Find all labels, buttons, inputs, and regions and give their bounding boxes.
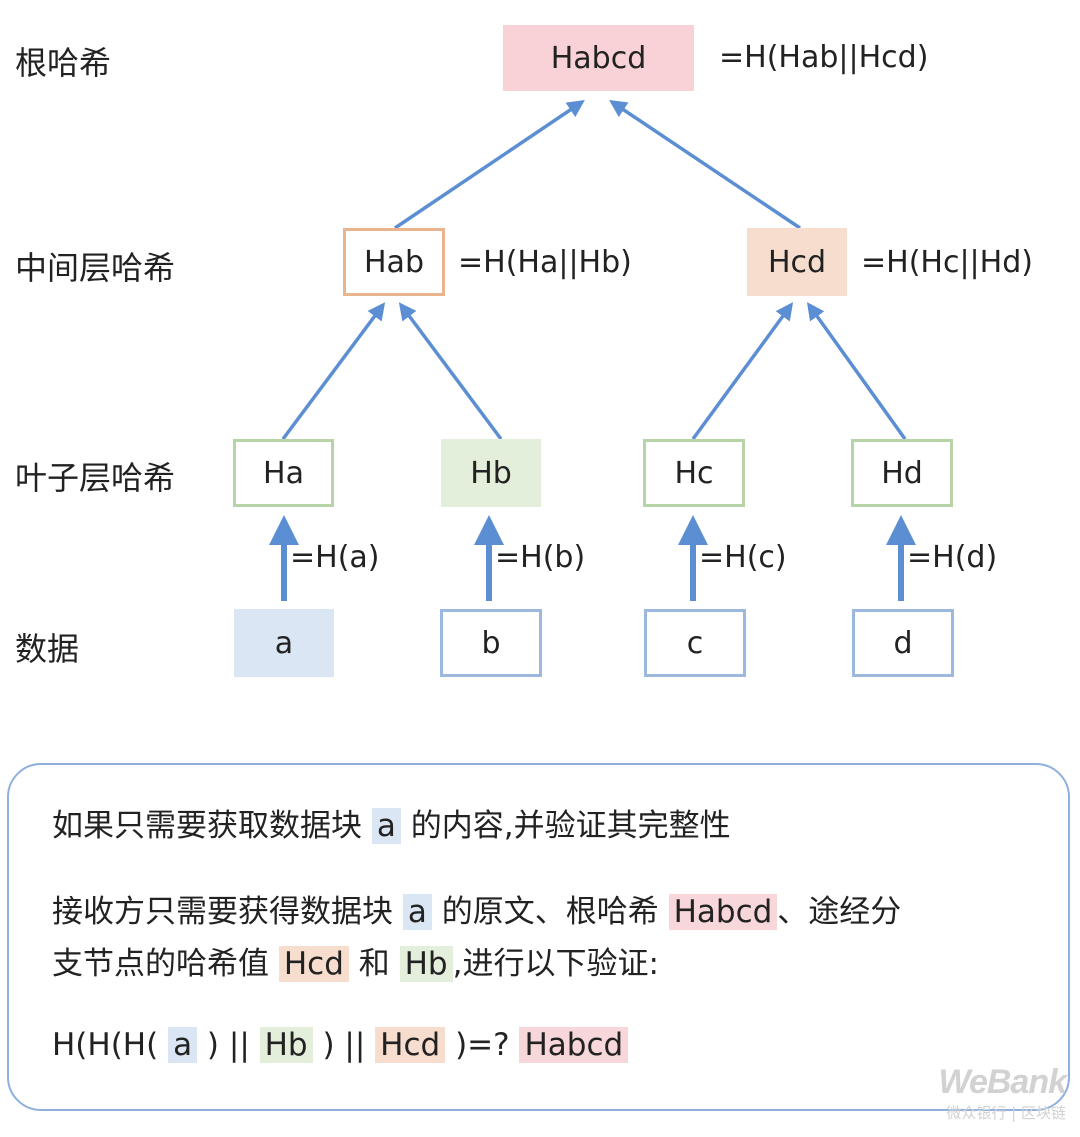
formula-root: =H(Hab||Hcd)	[719, 40, 929, 75]
level-label-leaf: 叶子层哈希	[15, 459, 176, 497]
highlight-habcd: Habcd	[668, 894, 778, 930]
highlight-a: a	[371, 808, 401, 844]
level-label-data: 数据	[15, 630, 80, 668]
panel-line-2-text-c: 、途经分	[777, 894, 902, 930]
panel-line-1: 如果只需要获取数据块 a 的内容,并验证其完整性	[52, 800, 731, 845]
arrow-hab-to-root	[394, 100, 585, 230]
explanation-panel	[7, 763, 1070, 1111]
formula-hab: =H(Ha||Hb)	[458, 245, 632, 280]
formula-hb: =H(b)	[495, 540, 586, 575]
node-data-d: d	[852, 609, 954, 677]
node-data-b: b	[440, 609, 542, 677]
arrow-hd-to-hcd	[806, 302, 907, 441]
formula-part-2: ) ||	[197, 1027, 260, 1063]
arrow-ha-to-hab	[281, 302, 386, 441]
highlight-hb: Hb	[259, 1027, 313, 1063]
panel-line-4-verification-formula: H(H(H( a ) || Hb ) || Hcd )=? Habcd	[52, 1027, 629, 1063]
highlight-a: a	[168, 1027, 198, 1063]
highlight-habcd: Habcd	[519, 1027, 629, 1063]
node-data-c: c	[644, 609, 746, 677]
node-hab: Hab	[343, 228, 445, 296]
formula-hc: =H(c)	[699, 540, 787, 575]
node-hd: Hd	[851, 439, 953, 507]
panel-line-3-text-c: ,进行以下验证:	[452, 946, 659, 982]
panel-line-3-text-b: 和	[348, 946, 400, 982]
formula-ha: =H(a)	[290, 540, 380, 575]
level-label-root: 根哈希	[15, 44, 112, 82]
formula-part-3: ) ||	[312, 1027, 376, 1063]
panel-line-2: 接收方只需要获得数据块 a 的原文、根哈希 Habcd、途经分	[52, 886, 901, 931]
node-hcd: Hcd	[747, 228, 847, 296]
panel-line-1-text-b: 的内容,并验证其完整性	[400, 808, 731, 844]
webank-watermark: WeBank 微众银行 | 区块链	[938, 1063, 1067, 1123]
panel-line-3: 支节点的哈希值 Hcd 和 Hb,进行以下验证:	[52, 938, 659, 983]
panel-line-3-text-a: 支节点的哈希值	[52, 946, 279, 982]
node-root-habcd: Habcd	[503, 25, 694, 91]
arrow-hc-to-hcd	[691, 302, 794, 441]
webank-logo: WeBank	[938, 1063, 1067, 1101]
highlight-hcd: Hcd	[278, 946, 349, 982]
arrow-hcd-to-root	[609, 100, 801, 230]
watermark-subtitle: 微众银行 | 区块链	[946, 1104, 1066, 1122]
panel-line-1-text-a: 如果只需要获取数据块	[52, 808, 372, 844]
node-ha: Ha	[233, 439, 334, 507]
node-hb: Hb	[441, 439, 541, 507]
level-label-middle: 中间层哈希	[15, 249, 176, 287]
formula-part-4: )=?	[445, 1027, 520, 1063]
formula-hcd: =H(Hc||Hd)	[861, 245, 1033, 280]
node-data-a: a	[234, 609, 334, 677]
panel-line-2-text-b: 的原文、根哈希	[431, 894, 669, 930]
highlight-hcd: Hcd	[375, 1027, 446, 1063]
highlight-a: a	[402, 894, 432, 930]
node-hc: Hc	[643, 439, 745, 507]
formula-hd: =H(d)	[907, 540, 998, 575]
arrow-hb-to-hab	[398, 302, 503, 441]
formula-part-1: H(H(H(	[52, 1027, 169, 1063]
highlight-hb: Hb	[399, 946, 453, 982]
panel-line-2-text-a: 接收方只需要获得数据块	[52, 894, 403, 930]
